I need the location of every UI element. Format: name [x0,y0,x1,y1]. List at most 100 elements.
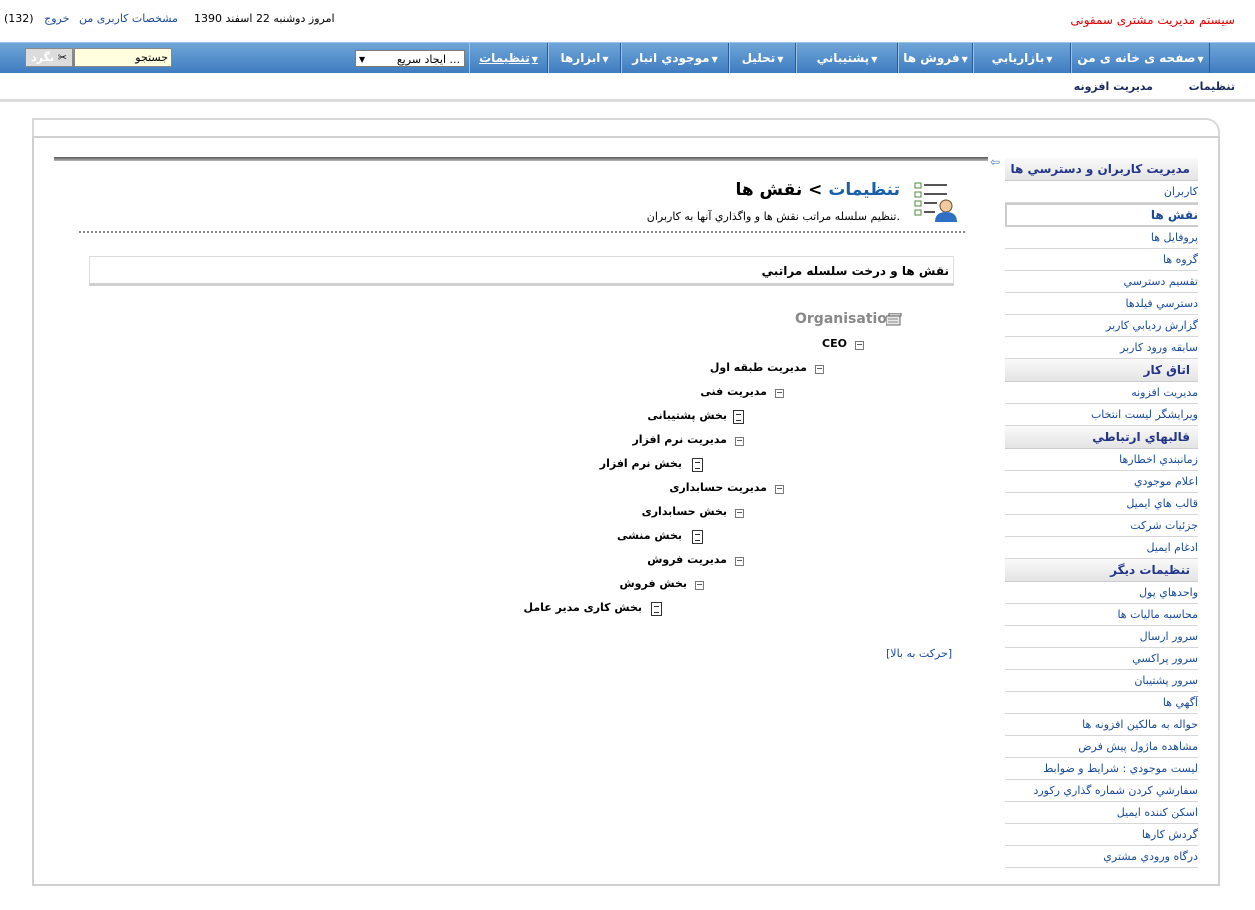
sidebar-item-groups[interactable]: گروه ها [1005,249,1198,271]
organisation-icon [886,313,902,326]
sidebar-item-field-access[interactable]: دسترسي فيلدها [1005,293,1198,315]
collapse-icon[interactable]: − [735,556,744,566]
sidebar-group-title: قالبهاي ارتباطي [1005,426,1198,449]
settings-sidebar: مديريت كاربران و دسترسي ها كاربران نقش ه… [1005,158,1198,868]
sidebar-item-default-module-view[interactable]: مشاهده ماژول پيش فرض [1005,736,1198,758]
tree-node[interactable]: مدیریت حسابداری [669,481,767,494]
nav-support[interactable]: پشتيباني▼ [796,43,898,73]
roles-icon [914,182,957,222]
sidebar-item-proxy-server[interactable]: سرور پراكسي [1005,648,1198,670]
collapse-icon[interactable]: − [855,340,864,350]
tree-node[interactable]: بخش فروش [619,577,688,590]
sidebar-item-profiles[interactable]: پروفايل ها [1005,227,1198,249]
nav-tools[interactable]: ابزارها▼ [548,43,621,73]
header-divider [54,157,988,161]
my-settings-link[interactable]: مشخصات كاربری من [79,12,178,25]
sidebar-item-inventory-notification[interactable]: اعلام موجودي [1005,471,1198,493]
tree-node[interactable]: مدیریت فنی [700,385,767,398]
tree-root-label: Organisation [795,311,897,327]
collapse-sidebar-icon[interactable]: ⇦ [990,155,1001,169]
sidebar-item-login-history[interactable]: سابقه ورود كاربر [1005,337,1198,359]
chevron-down-icon: ▼ [711,55,718,64]
back-to-top-link[interactable]: [حركت به بالا] [886,647,953,660]
sub-nav: تنظیمات مدیریت افزونه [0,73,1255,102]
nav-sales[interactable]: فروش ها▼ [898,43,973,73]
page-title-text: نقش ها [735,180,803,200]
tree-node[interactable]: مدیریت طبقه اول [709,361,807,374]
tree-node[interactable]: مدیریت نرم افزار [632,433,727,446]
chevron-down-icon: ▼ [1197,55,1204,64]
sidebar-item-workflows[interactable]: گردش كارها [1005,824,1198,846]
quick-create-select[interactable]: ▼ ایجاد سریع ... [355,50,465,67]
logout-area: (132) خروج [4,12,69,25]
document-icon [651,602,662,616]
sidebar-group-title: تنظيمات ديگر [1005,559,1198,582]
chevron-down-icon: ▼ [602,55,609,64]
page-description: تنظیم سلسله مراتب نقش ها و واگذاري آنها … [646,210,900,223]
collapse-icon[interactable]: − [775,484,784,494]
collapse-icon[interactable]: − [775,388,784,398]
chevron-down-icon: ▼ [359,55,366,64]
sidebar-item-mail-scanner[interactable]: اسكن كننده ايميل [1005,802,1198,824]
nav-analytics[interactable]: تحليل▼ [729,43,796,73]
dotted-divider [79,231,965,233]
search-button[interactable]: بگرد ✂ [25,48,73,67]
sidebar-item-mail-merge[interactable]: ادغام ايميل [1005,537,1198,559]
nav-marketing[interactable]: بازاريابي▼ [973,43,1071,73]
sidebar-item-notification-schedule[interactable]: زمانبندي اخطارها [1005,449,1198,471]
section-title: نقش ها و درخت سلسله مراتبي [761,264,949,278]
sidebar-item-picklist-editor[interactable]: ويرايشگر ليست انتخاب [1005,404,1198,426]
sidebar-item-audit-trail[interactable]: گزارش رديابي كاربر [1005,315,1198,337]
document-icon [692,530,703,544]
sidebar-item-record-numbering[interactable]: سفارشي كردن شماره گذاري ركورد [1005,780,1198,802]
tree-node[interactable]: مدیریت فروش [647,553,727,566]
tree-node[interactable]: بخش حسابداری [641,505,727,518]
sidebar-item-assign-module-owners[interactable]: حواله به مالكين افزونه ها [1005,714,1198,736]
main-nav: صفحه ی خانه ی من▼ بازاريابي▼ فروش ها▼ پش… [0,42,1255,74]
tree-node[interactable]: CEO [822,337,847,350]
nav-inventory[interactable]: موجودي انبار▼ [621,43,729,73]
collapse-icon[interactable]: − [735,508,744,518]
sidebar-item-announcements[interactable]: آگهي ها [1005,692,1198,714]
section-header: نقش ها و درخت سلسله مراتبي [89,256,954,286]
nav-settings[interactable]: تنظيمات▼ [469,43,548,73]
subnav-settings[interactable]: تنظیمات [1188,80,1235,93]
sidebar-item-outgoing-server[interactable]: سرور ارسال [1005,626,1198,648]
collapse-icon[interactable]: − [735,436,744,446]
subnav-plugin-management[interactable]: مدیریت افزونه [1073,80,1153,93]
chevron-down-icon: ▼ [961,55,968,64]
sidebar-group-title: اتاق كار [1005,359,1198,382]
sidebar-item-customer-portal[interactable]: درگاه ورودي مشتري [1005,846,1198,868]
breadcrumb-settings[interactable]: تنظیمات [828,180,900,200]
sidebar-item-terms-conditions[interactable]: ليست موجودي : شرايط و ضوابط [1005,758,1198,780]
content-frame-top [32,118,1220,138]
sidebar-item-backup-server[interactable]: سرور پشتيبان [1005,670,1198,692]
sidebar-item-email-templates[interactable]: قالب هاي ايميل [1005,493,1198,515]
logout-link[interactable]: خروج [44,12,70,25]
nav-home[interactable]: صفحه ی خانه ی من▼ [1071,43,1210,73]
sidebar-group-title: مديريت كاربران و دسترسي ها [1005,158,1198,181]
document-icon [692,458,703,472]
sidebar-item-users[interactable]: كاربران [1005,181,1198,203]
chevron-down-icon: ▼ [777,55,784,64]
sidebar-item-roles[interactable]: نقش ها [1005,203,1198,227]
sidebar-item-sharing-access[interactable]: تقسيم دسترسي [1005,271,1198,293]
top-bar: سیستم مدیریت مشتری سمفونی امروز دوشنبه 2… [0,0,1255,42]
sidebar-item-tax-calculations[interactable]: محاسبه ماليات ها [1005,604,1198,626]
chevron-down-icon: ▼ [531,55,538,64]
search-input[interactable]: جستجو [74,48,172,67]
chevron-down-icon: ▼ [871,55,878,64]
sidebar-item-plugin-manager[interactable]: مديريت افزونه [1005,382,1198,404]
tree-node[interactable]: بخش نرم افزار [599,457,682,470]
collapse-icon[interactable]: − [815,364,824,374]
tree-node[interactable]: بخش منشی [616,529,682,542]
document-icon [733,410,744,424]
tools-icon: ✂ [57,51,68,64]
page-title: تنظیمات > نقش ها [600,180,900,200]
tree-node[interactable]: بخش پشتیبانی [647,409,727,422]
collapse-icon[interactable]: − [695,580,704,590]
sidebar-item-currencies[interactable]: واحدهاي پول [1005,582,1198,604]
tree-node[interactable]: بخش کاری مدیر عامل [523,601,642,614]
app-title: سیستم مدیریت مشتری سمفونی [1070,13,1235,27]
sidebar-item-company-details[interactable]: جزئيات شركت [1005,515,1198,537]
